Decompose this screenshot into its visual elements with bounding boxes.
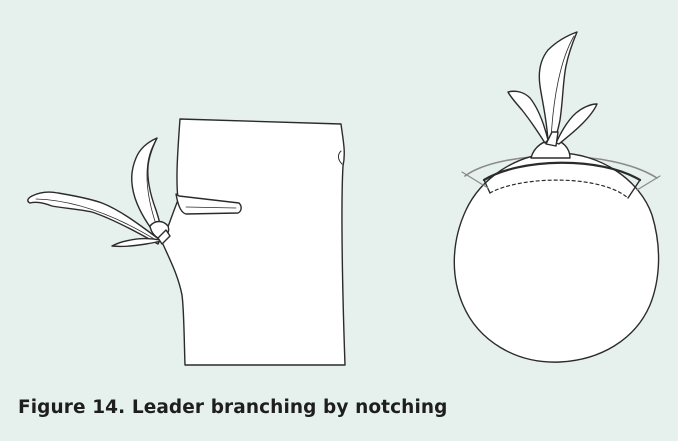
figure-caption: Figure 14. Leader branching by notching [18,397,448,418]
stem-cross-section [454,153,658,362]
notching-illustration [0,0,678,390]
stem-side-view [162,119,345,365]
small-leaf [112,239,161,247]
top-view-panel [454,32,660,362]
guide-tick-right [637,176,660,190]
side-view-panel [28,119,345,365]
top-shoot-right-leaf [556,104,597,144]
